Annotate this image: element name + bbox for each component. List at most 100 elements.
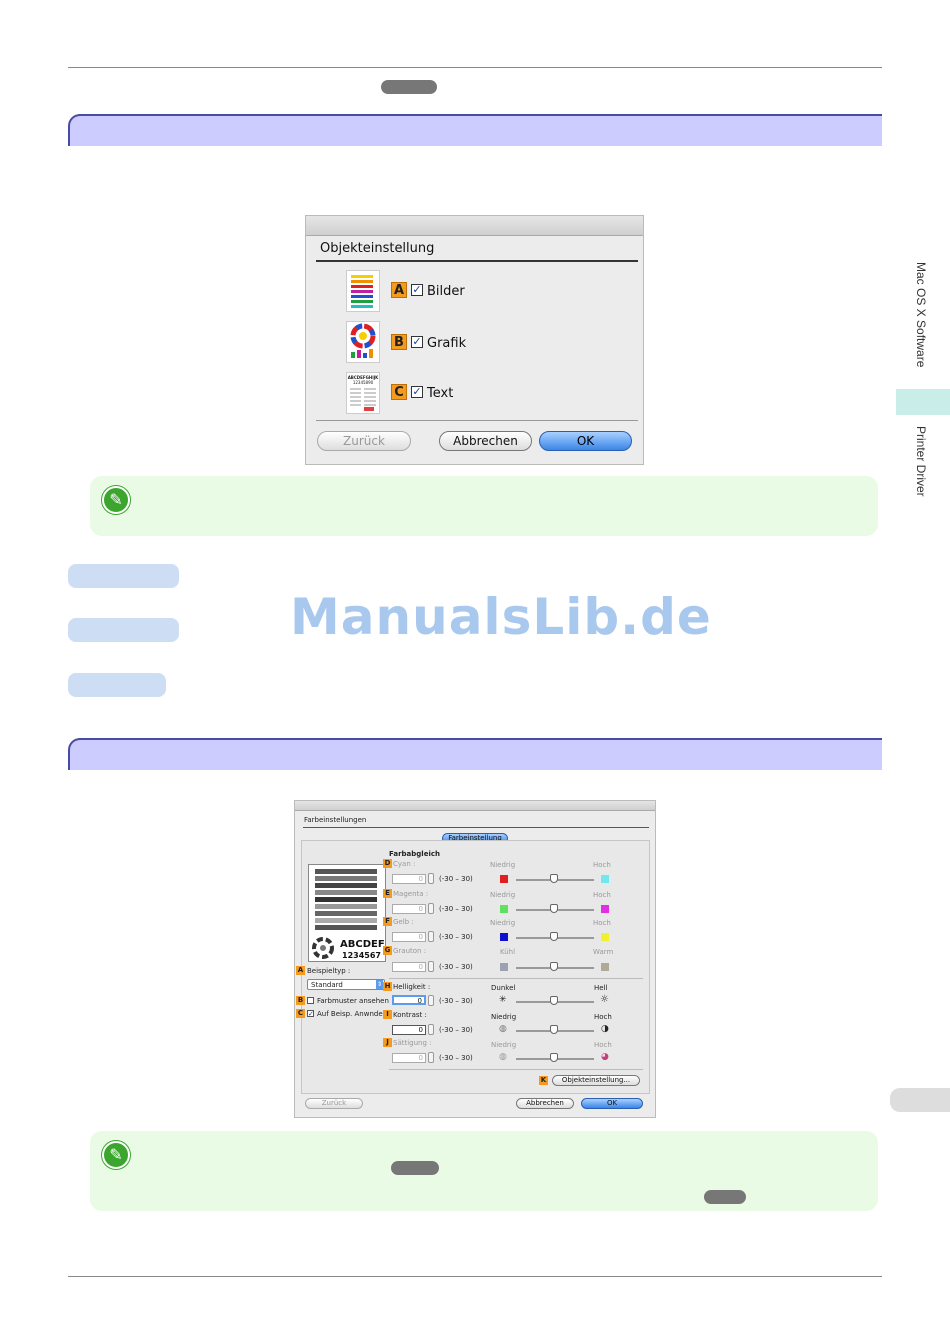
tag-f: F [383, 917, 392, 926]
gelb-high-swatch [601, 933, 609, 941]
grauton-slider-knob[interactable] [550, 962, 558, 971]
helligkeit-slider-knob[interactable] [550, 996, 558, 1005]
cyan-low-swatch [500, 875, 508, 883]
magenta-low: Niedrig [490, 891, 516, 899]
tag-b: B [391, 334, 407, 350]
saturation-low-icon: ◍ [499, 1052, 507, 1062]
side-tab-printer-driver[interactable]: Printer Driver [914, 426, 928, 497]
kontrast-low: Niedrig [491, 1013, 517, 1021]
helligkeit-stepper[interactable] [428, 995, 434, 1006]
grauton-stepper[interactable] [428, 961, 434, 972]
cyan-high: Hoch [593, 861, 611, 869]
tag-b2: B [296, 996, 305, 1005]
saettigung-stepper[interactable] [428, 1052, 434, 1063]
bilder-label: Bilder [427, 284, 465, 299]
back-button[interactable]: Zurück [317, 431, 411, 451]
grafik-thumbnail [346, 321, 380, 363]
saettigung-slider-knob[interactable] [550, 1053, 558, 1062]
kontrast-stepper[interactable] [428, 1024, 434, 1035]
ok-button[interactable]: OK [539, 431, 632, 451]
tag-k: K [539, 1076, 548, 1085]
grauton-label: Grauton : [393, 947, 427, 955]
farbabgleich-label: Farbabgleich [389, 850, 440, 858]
side-tab-highlight [896, 389, 950, 415]
kontrast-slider-knob[interactable] [550, 1025, 558, 1034]
farbmuster-label: Farbmuster ansehen [317, 997, 389, 1005]
label-pill-3 [68, 673, 166, 697]
ref-pill [381, 80, 437, 94]
magenta-input[interactable]: 0 [392, 904, 426, 914]
note-pencil-icon-2: ✎ [102, 1141, 130, 1169]
magenta-stepper[interactable] [428, 903, 434, 914]
side-tab-index[interactable] [890, 1088, 950, 1112]
gelb-input[interactable]: 0 [392, 932, 426, 942]
dialog2-title: Farbeinstellungen [304, 816, 367, 824]
cyan-input[interactable]: 0 [392, 874, 426, 884]
gelb-low: Niedrig [490, 919, 516, 927]
farbmuster-checkbox[interactable] [307, 997, 314, 1004]
adjust-divider [389, 1069, 643, 1070]
helligkeit-high: Hell [594, 984, 608, 992]
grafik-checkbox[interactable]: ✓ [411, 335, 423, 348]
grauton-low-swatch [500, 963, 508, 971]
auf-beisp-checkbox[interactable]: ✓ [307, 1010, 314, 1018]
preview-image: ABCDEF 1234567 [308, 864, 386, 962]
tag-a: A [391, 282, 407, 298]
cyan-label: Cyan : [393, 860, 416, 868]
farbeinstellungen-dialog: Farbeinstellungen Farbeinstellung ABCDEF… [294, 800, 656, 1118]
helligkeit-range: (-30 – 30) [439, 997, 473, 1005]
cancel-button-2[interactable]: Abbrechen [516, 1098, 574, 1109]
cyan-stepper[interactable] [428, 873, 434, 884]
kontrast-range: (-30 – 30) [439, 1026, 473, 1034]
cancel-button[interactable]: Abbrechen [439, 431, 532, 451]
header-rule [68, 67, 882, 68]
ref-pill-2 [391, 1161, 439, 1175]
watermark: ManualsLib.de [290, 588, 712, 646]
note-box-2: ✎ [90, 1131, 878, 1211]
helligkeit-low: Dunkel [491, 984, 516, 992]
saettigung-input[interactable]: 0 [392, 1053, 426, 1063]
cyan-range: (-30 – 30) [439, 875, 473, 883]
grauton-input[interactable]: 0 [392, 962, 426, 972]
gelb-slider-knob[interactable] [550, 932, 558, 941]
beispieltyp-select[interactable]: Standard ⇕ [307, 979, 385, 990]
title-divider [316, 260, 638, 262]
sun-dim-icon: ✳ [499, 995, 507, 1005]
magenta-slider-knob[interactable] [550, 904, 558, 913]
objekteinstellung-button[interactable]: Objekteinstellung... [552, 1075, 640, 1086]
text-checkbox[interactable]: ✓ [411, 385, 423, 398]
gelb-range: (-30 – 30) [439, 933, 473, 941]
gelb-stepper[interactable] [428, 931, 434, 942]
side-tab-mac-os-x-software[interactable]: Mac OS X Software [914, 262, 928, 368]
contrast-low-icon: ◍ [499, 1024, 507, 1034]
magenta-high-swatch [601, 905, 609, 913]
magenta-range: (-30 – 30) [439, 905, 473, 913]
contrast-high-icon: ◑ [601, 1024, 609, 1034]
select-arrows-icon: ⇕ [376, 980, 383, 989]
ok-button-2[interactable]: OK [581, 1098, 643, 1109]
kontrast-label: Kontrast : [393, 1011, 427, 1019]
ref-pill-3 [704, 1190, 746, 1204]
button-separator [316, 420, 638, 421]
dialog2-titlebar [295, 801, 655, 811]
bilder-checkbox[interactable]: ✓ [411, 283, 423, 296]
cyan-slider-knob[interactable] [550, 874, 558, 883]
gelb-label: Gelb : [393, 918, 414, 926]
bilder-thumbnail [346, 270, 380, 312]
tag-c2: C [296, 1009, 305, 1018]
tag-j: J [383, 1038, 392, 1047]
tag-i: I [383, 1010, 392, 1019]
balance-divider [389, 978, 643, 979]
text-thumb-letters: ABCDEFGHIJK [347, 375, 379, 380]
note-pencil-icon: ✎ [102, 486, 130, 514]
dialog-title: Objekteinstellung [320, 241, 435, 256]
sun-bright-icon: ☼ [600, 994, 609, 1005]
gelb-low-swatch [500, 933, 508, 941]
kontrast-input[interactable]: 0 [392, 1025, 426, 1035]
tag-c: C [391, 384, 407, 400]
back-button-2[interactable]: Zurück [305, 1098, 363, 1109]
text-label: Text [427, 386, 454, 401]
text-thumbnail: ABCDEFGHIJK 12345890 [346, 372, 380, 414]
helligkeit-input[interactable]: 0 [392, 995, 426, 1005]
magenta-label: Magenta : [393, 890, 429, 898]
